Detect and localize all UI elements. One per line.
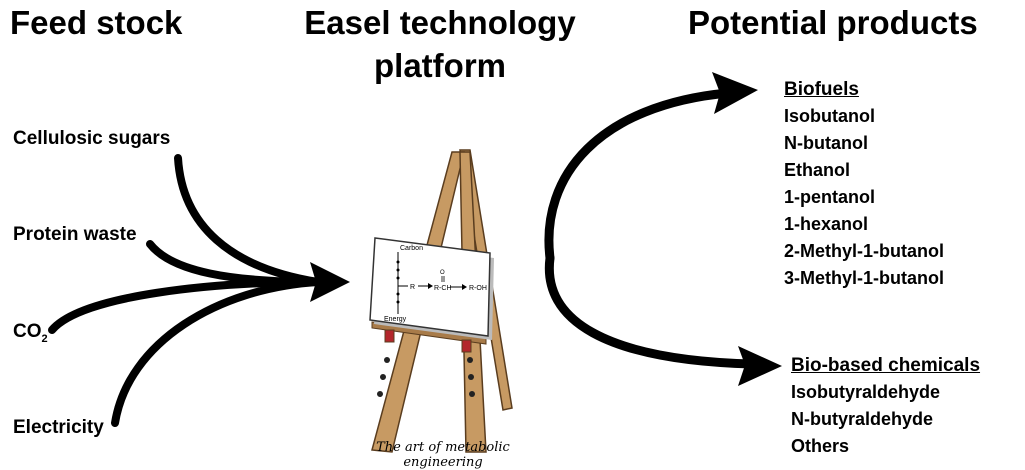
arrow-co2 [48,278,322,334]
arrow-electricity [111,278,322,427]
platform-header-line1: Easel technology [304,4,576,41]
chemicals-title: Bio-based chemicals [791,355,981,376]
feedstock-electricity: Electricity [13,417,104,438]
biofuel-item: Ethanol [784,160,850,180]
biofuel-item: 3-Methyl-1-butanol [784,268,944,288]
chemical-item: Others [791,436,850,456]
arrow-head-converge [310,262,350,302]
board-aldehyde-label: R-CH [434,285,452,292]
arrow-head-biofuels [712,72,758,114]
feedstock-header: Feed stock [10,4,183,41]
easel-left-peg [384,329,395,343]
platform-header-line2: platform [374,47,506,84]
board-o-label: O [440,270,445,276]
products-header: Potential products [688,4,978,41]
feedstock-cellulosic-sugars: Cellulosic sugars [13,128,171,149]
co2-label: CO [13,321,42,342]
chemical-item: N-butyraldehyde [791,409,934,429]
chemicals-group: Bio-based chemicals Isobutyraldehyde N-b… [791,352,980,460]
feedstock-co2: CO2 [13,321,48,350]
easel-right-peg [461,339,472,353]
easel-caption: The art of metabolic engineering [376,440,510,470]
biofuel-item: N-butanol [784,133,868,153]
biofuel-item: 1-hexanol [784,214,869,234]
co2-subscript: 2 [41,332,48,345]
feedstock-protein-waste: Protein waste [13,224,137,245]
arrow-head-chemicals [738,346,782,386]
board-r-label: R [410,284,415,291]
arrow-to-chemicals [544,253,757,369]
chemical-item: Isobutyraldehyde [791,382,941,402]
biofuel-item: Isobutanol [784,106,875,126]
biofuels-group: Biofuels Isobutanol N-butanol Ethanol 1-… [784,76,944,292]
arrow-cellulosic-sugars [174,154,322,286]
arrow-to-biofuels [544,88,733,263]
board-carbon-label: Carbon [400,245,423,252]
biofuels-title: Biofuels [784,79,859,100]
biofuel-item: 2-Methyl-1-butanol [784,241,944,261]
board-energy-label: Energy [384,316,407,323]
board-alcohol-label: R-OH [469,285,487,292]
easel: Carbon Energy R O R-CH R-OH [369,149,513,453]
biofuel-item: 1-pentanol [784,187,876,207]
